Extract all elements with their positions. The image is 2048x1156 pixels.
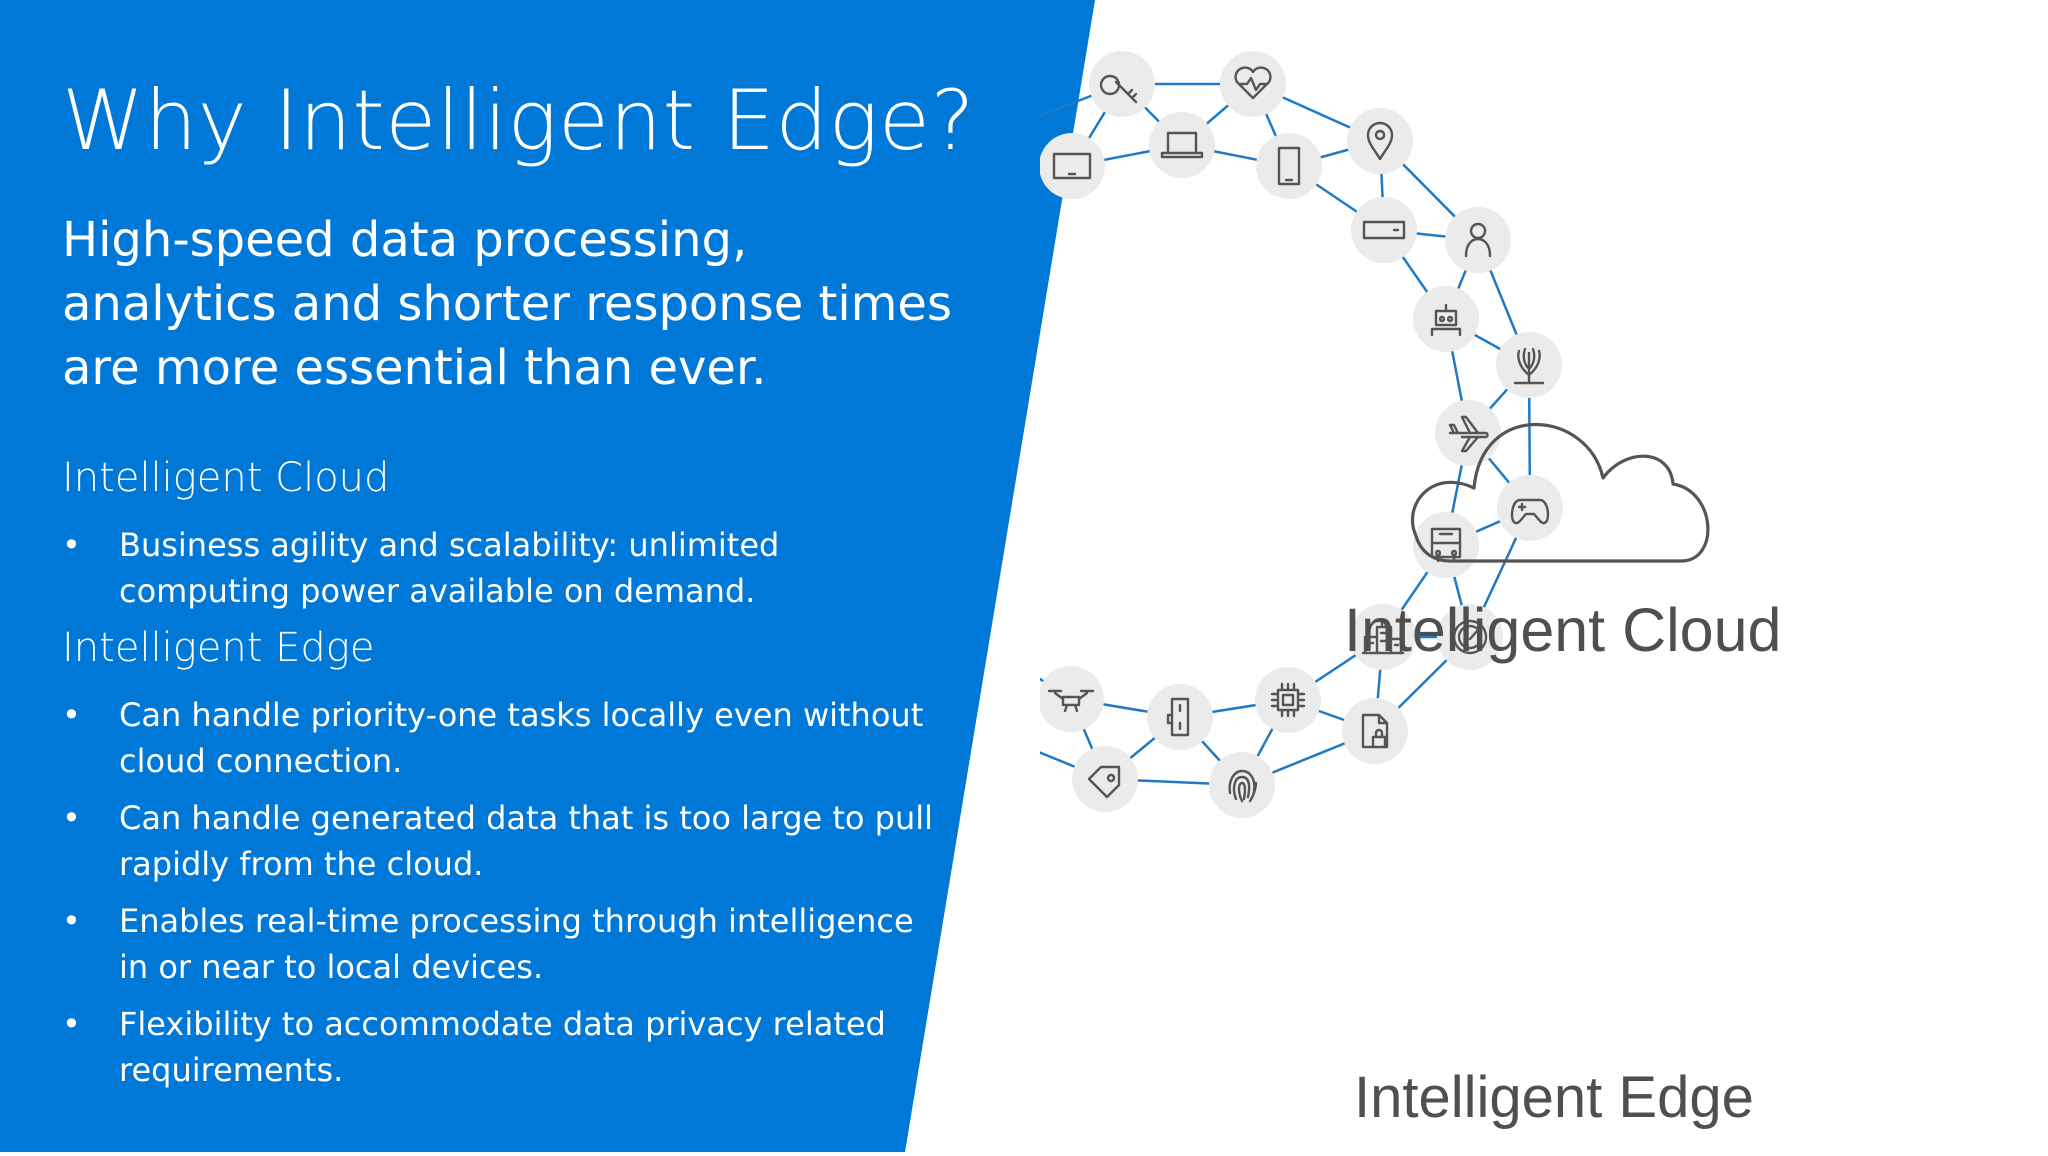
cloud-icon	[1410, 423, 1710, 563]
bullet-text: Business agility and scalability: unlimi…	[119, 526, 780, 610]
node-circle	[1351, 197, 1417, 263]
edge-heading: Intelligent Edge	[62, 625, 375, 671]
phone-icon	[1277, 146, 1301, 186]
node-circle	[1413, 286, 1479, 352]
node-circle	[1347, 108, 1413, 174]
node-circle	[1147, 684, 1213, 750]
edge-label: Intelligent Edge	[1354, 1065, 1754, 1130]
slide-title: Why Intelligent Edge?	[62, 72, 976, 169]
device-node	[1038, 666, 1104, 732]
robot-icon	[1430, 303, 1462, 337]
device-node	[1435, 400, 1501, 466]
device-node	[1496, 332, 1562, 398]
node-circle	[1038, 666, 1104, 732]
node-circle	[1497, 475, 1563, 541]
speedometer-icon	[1452, 619, 1488, 655]
device-node	[1437, 604, 1503, 670]
node-circle	[1342, 698, 1408, 764]
bullet-marker: •	[62, 902, 81, 940]
device-node	[1255, 667, 1321, 733]
slide-subtitle: High-speed data processing, analytics an…	[62, 212, 952, 396]
device-node	[1413, 286, 1479, 352]
device-node	[1350, 604, 1416, 670]
node-circle	[1072, 746, 1138, 812]
key-icon	[1099, 74, 1138, 104]
edge-cloud-diagram: Intelligent Cloud Intelligent Edge	[799, 50, 2048, 1152]
person-icon	[1464, 222, 1492, 258]
bullet-text: Can handle generated data that is too la…	[119, 799, 934, 883]
device-node	[1347, 108, 1413, 174]
cloud-heading: Intelligent Cloud	[62, 455, 390, 501]
device-node	[1149, 112, 1215, 178]
chip-icon	[1270, 682, 1306, 718]
node-circle	[1089, 51, 1155, 117]
bullet-marker: •	[62, 526, 81, 564]
node-circle	[1413, 512, 1479, 578]
bullet-text: Flexibility to accommodate data privacy …	[119, 1005, 886, 1089]
device-node	[1342, 698, 1408, 764]
device-node	[1220, 51, 1286, 117]
sensor-icon	[1166, 697, 1190, 737]
secure-file-icon	[1361, 713, 1389, 749]
tablet-icon	[1052, 152, 1092, 180]
node-circle	[1209, 752, 1275, 818]
location-pin-icon	[1366, 121, 1394, 161]
bullet-marker: •	[62, 696, 81, 734]
laptop-icon	[1160, 131, 1204, 159]
device-node	[1209, 752, 1275, 818]
node-circle	[1149, 112, 1215, 178]
device-node	[1445, 207, 1511, 273]
device-node	[1256, 133, 1322, 199]
cloud-label: Intelligent Cloud	[1344, 596, 1782, 664]
device-node	[1089, 51, 1155, 117]
device-node	[1147, 684, 1213, 750]
heart-monitor-icon	[1234, 66, 1272, 100]
node-circle	[1256, 133, 1322, 199]
device-node	[1351, 197, 1417, 263]
gamepad-icon	[1510, 498, 1550, 525]
tag-icon	[1087, 765, 1121, 799]
device-node	[1497, 475, 1563, 541]
node-circle	[1255, 667, 1321, 733]
device-node	[1413, 512, 1479, 578]
bullet-marker: •	[62, 799, 81, 837]
bullet-text: Can handle priority-one tasks locally ev…	[119, 696, 924, 780]
device-node	[1039, 133, 1105, 199]
buildings-icon	[1361, 619, 1405, 655]
bullet-marker: •	[62, 1005, 81, 1043]
agriculture-icon	[1513, 347, 1545, 385]
device-node	[1072, 746, 1138, 812]
fingerprint-icon	[1228, 769, 1258, 803]
airplane-icon	[1448, 415, 1489, 453]
device-nodes	[799, 51, 1563, 818]
drone-icon	[1047, 689, 1095, 713]
node-circle	[1437, 604, 1503, 670]
bullet-text: Enables real-time processing through int…	[119, 902, 914, 986]
node-circle	[1039, 133, 1105, 199]
server-icon	[1362, 220, 1406, 240]
